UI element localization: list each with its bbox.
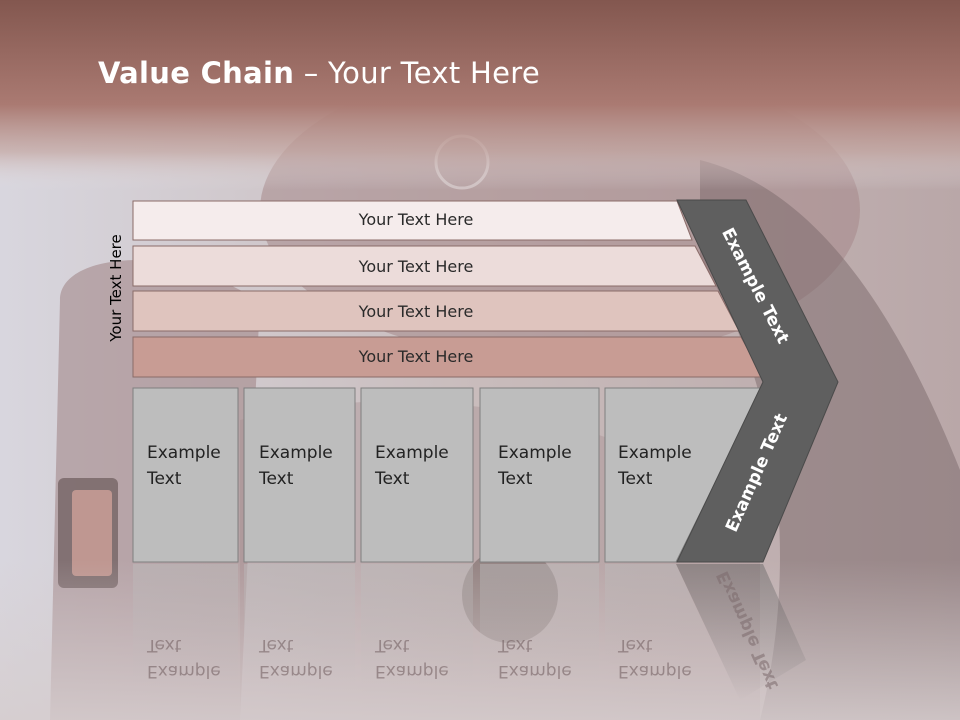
reflection-text-2: Example Text xyxy=(259,632,333,684)
row-label-4[interactable]: Your Text Here xyxy=(358,347,474,366)
slide-title[interactable]: Value Chain – Your Text Here xyxy=(98,56,540,90)
cell-text-4-line2: Text xyxy=(498,469,533,489)
cell-text-1-line2: Text xyxy=(147,469,182,489)
row-bar-2[interactable] xyxy=(132,245,717,287)
reflection-text-3: Example Text xyxy=(375,632,449,684)
reflection-text-5-line1: Example xyxy=(618,661,692,681)
row-label-2[interactable]: Your Text Here xyxy=(358,257,474,276)
reflection-text-5-line2: Text xyxy=(618,635,653,655)
reflection-text-3-line1: Example xyxy=(375,661,449,681)
cell-text-3-line1: Example xyxy=(375,443,449,463)
cell-box-3[interactable] xyxy=(360,387,474,563)
reflection-text-4-line1: Example xyxy=(498,661,572,681)
reflection-text-2-line2: Text xyxy=(259,635,294,655)
side-label[interactable]: Your Text Here xyxy=(107,234,125,342)
cell-text-5-line1: Example xyxy=(618,443,692,463)
reflection-text-4: Example Text xyxy=(498,632,572,684)
row-label-3[interactable]: Your Text Here xyxy=(358,302,474,321)
cell-text-3-line2: Text xyxy=(375,469,410,489)
reflection-text-2-line1: Example xyxy=(259,661,333,681)
reflection-text-3-line2: Text xyxy=(375,635,410,655)
header-band xyxy=(0,0,960,190)
title-bold: Value Chain xyxy=(98,56,295,90)
cell-box-1[interactable] xyxy=(132,387,239,563)
cell-text-4-line1: Example xyxy=(498,443,572,463)
cell-box-5[interactable] xyxy=(604,387,763,563)
cell-text-2-line2: Text xyxy=(259,469,294,489)
cell-text-5-line2: Text xyxy=(618,469,653,489)
cell-box-2[interactable] xyxy=(243,387,356,563)
cell-text-2-line1: Example xyxy=(259,443,333,463)
reflection-text-1-line2: Text xyxy=(147,635,182,655)
reflection-text-1-line1: Example xyxy=(147,661,221,681)
reflection-text-5: Example Text xyxy=(618,632,692,684)
cell-text-1-line1: Example xyxy=(147,443,221,463)
cell-box-4[interactable] xyxy=(479,387,600,563)
reflection-text-4-line2: Text xyxy=(498,635,533,655)
reflection-text-1: Example Text xyxy=(147,632,221,684)
title-rest: – Your Text Here xyxy=(294,56,540,90)
row-bar-1[interactable] xyxy=(132,200,693,241)
chevron-arrow[interactable] xyxy=(676,199,839,563)
row-label-1[interactable]: Your Text Here xyxy=(358,210,474,229)
